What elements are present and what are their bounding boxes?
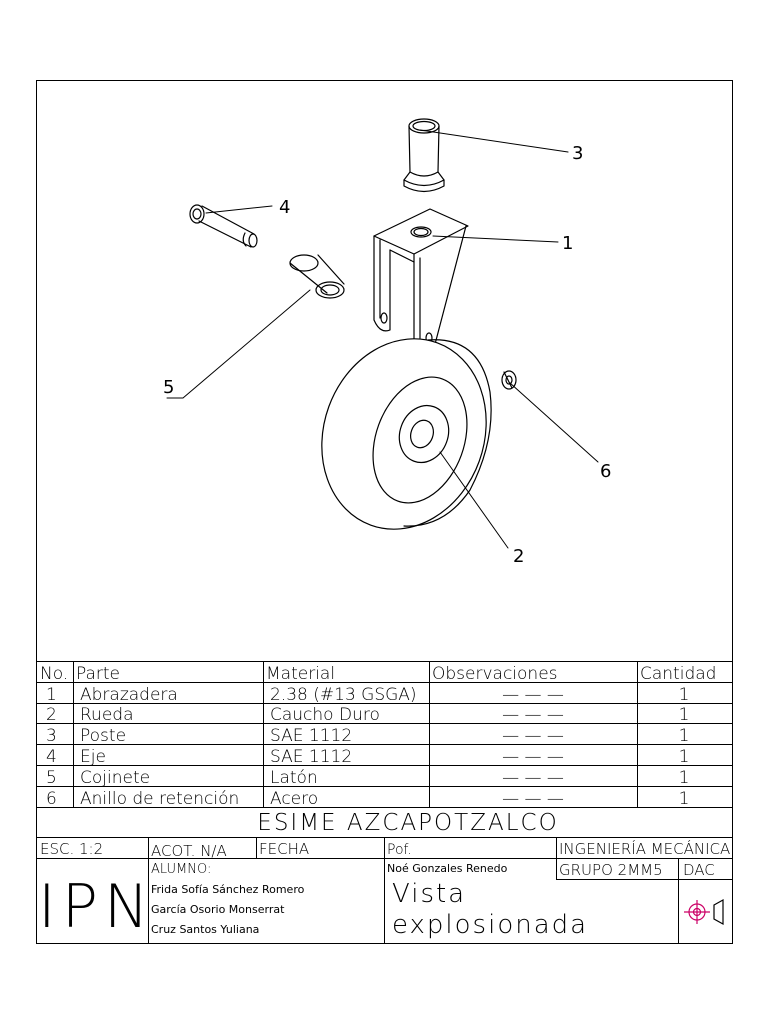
header-observaciones: Observaciones xyxy=(432,664,558,684)
row-parte: Cojinete xyxy=(80,768,150,788)
table-row: 6 Anillo de retención Acero — — — 1 xyxy=(46,789,689,809)
row-parte: Eje xyxy=(80,747,106,767)
student-name: Frida Sofía Sánchez Romero xyxy=(151,883,305,896)
sheet-border xyxy=(36,80,733,944)
student-label: ALUMNO: xyxy=(151,862,211,877)
row-observaciones: — — — xyxy=(502,685,564,705)
row-material: Caucho Duro xyxy=(270,705,380,725)
table-row: 5 Cojinete Latón — — — 1 xyxy=(46,768,689,788)
row-no: 3 xyxy=(46,726,57,746)
table-row: 2 Rueda Caucho Duro — — — 1 xyxy=(46,705,689,725)
callout-5: 5 xyxy=(163,377,174,398)
row-observaciones: — — — xyxy=(502,789,564,809)
first-angle-projection-icon xyxy=(684,898,724,926)
row-parte: Anillo de retención xyxy=(80,789,239,809)
table-row: 1 Abrazadera 2.38 (#13 GSGA) — — — 1 xyxy=(46,685,689,705)
header-parte: Parte xyxy=(76,664,120,684)
professor-label: Pof. xyxy=(387,842,412,858)
group: GRUPO 2MM5 xyxy=(559,861,663,879)
professor-name: Noé Gonzales Renedo xyxy=(387,862,508,875)
row-no: 6 xyxy=(46,789,57,809)
row-material: SAE 1112 xyxy=(270,747,352,767)
part-3-post xyxy=(403,118,445,193)
callout-2: 2 xyxy=(513,546,524,567)
row-cantidad: 1 xyxy=(679,789,690,809)
row-material: Acero xyxy=(270,789,318,809)
student-name: Cruz Santos Yuliana xyxy=(151,923,259,936)
row-parte: Rueda xyxy=(80,705,134,725)
row-cantidad: 1 xyxy=(679,685,690,705)
date-label: FECHA xyxy=(259,840,309,858)
row-material: 2.38 (#13 GSGA) xyxy=(270,685,417,705)
table-row: 4 Eje SAE 1112 — — — 1 xyxy=(46,747,689,767)
header-cantidad: Cantidad xyxy=(640,664,716,684)
row-cantidad: 1 xyxy=(679,768,690,788)
part-6-retaining-ring xyxy=(501,370,517,390)
drawing-code: DAC xyxy=(683,861,715,879)
callout-3: 3 xyxy=(572,143,583,164)
exploded-view-drawing xyxy=(166,118,599,549)
leader-lines xyxy=(166,129,599,549)
row-parte: Poste xyxy=(80,726,126,746)
part-5-bushing xyxy=(289,254,345,299)
row-observaciones: — — — xyxy=(502,768,564,788)
parts-table: No. Parte Material Observaciones Cantida… xyxy=(36,661,732,809)
row-no: 4 xyxy=(46,747,57,767)
row-cantidad: 1 xyxy=(679,747,690,767)
part-4-axle xyxy=(189,204,258,248)
scale-label: ESC. 1:2 xyxy=(40,840,103,858)
row-observaciones: — — — xyxy=(502,726,564,746)
ipn-logo: IPN xyxy=(38,872,155,942)
table-row: 3 Poste SAE 1112 — — — 1 xyxy=(46,726,689,746)
title-block: ESIME AZCAPOTZALCO ESC. 1:2 ACOT. N/A FE… xyxy=(36,810,732,943)
department: INGENIERÍA MECÁNICA xyxy=(559,839,730,858)
callout-4: 4 xyxy=(279,197,290,218)
callout-6: 6 xyxy=(600,461,611,482)
part-1-bracket xyxy=(373,208,469,353)
callout-1: 1 xyxy=(562,233,573,254)
row-cantidad: 1 xyxy=(679,705,690,725)
row-no: 1 xyxy=(46,685,57,705)
drawing-title-line1: Vista xyxy=(392,879,466,909)
row-cantidad: 1 xyxy=(679,726,690,746)
row-observaciones: — — — xyxy=(502,705,564,725)
header-no: No. xyxy=(40,664,68,684)
student-name: García Osorio Monserrat xyxy=(151,903,285,916)
drawing-title-line2: explosionada xyxy=(392,910,588,940)
school-name: ESIME AZCAPOTZALCO xyxy=(257,810,558,836)
row-parte: Abrazadera xyxy=(80,685,178,705)
row-material: SAE 1112 xyxy=(270,726,352,746)
row-no: 2 xyxy=(46,705,57,725)
dimension-units: ACOT. N/A xyxy=(151,842,227,860)
row-material: Latón xyxy=(270,768,318,788)
row-observaciones: — — — xyxy=(502,747,564,767)
part-2-wheel xyxy=(321,338,492,530)
header-material: Material xyxy=(266,664,335,684)
row-no: 5 xyxy=(46,768,57,788)
